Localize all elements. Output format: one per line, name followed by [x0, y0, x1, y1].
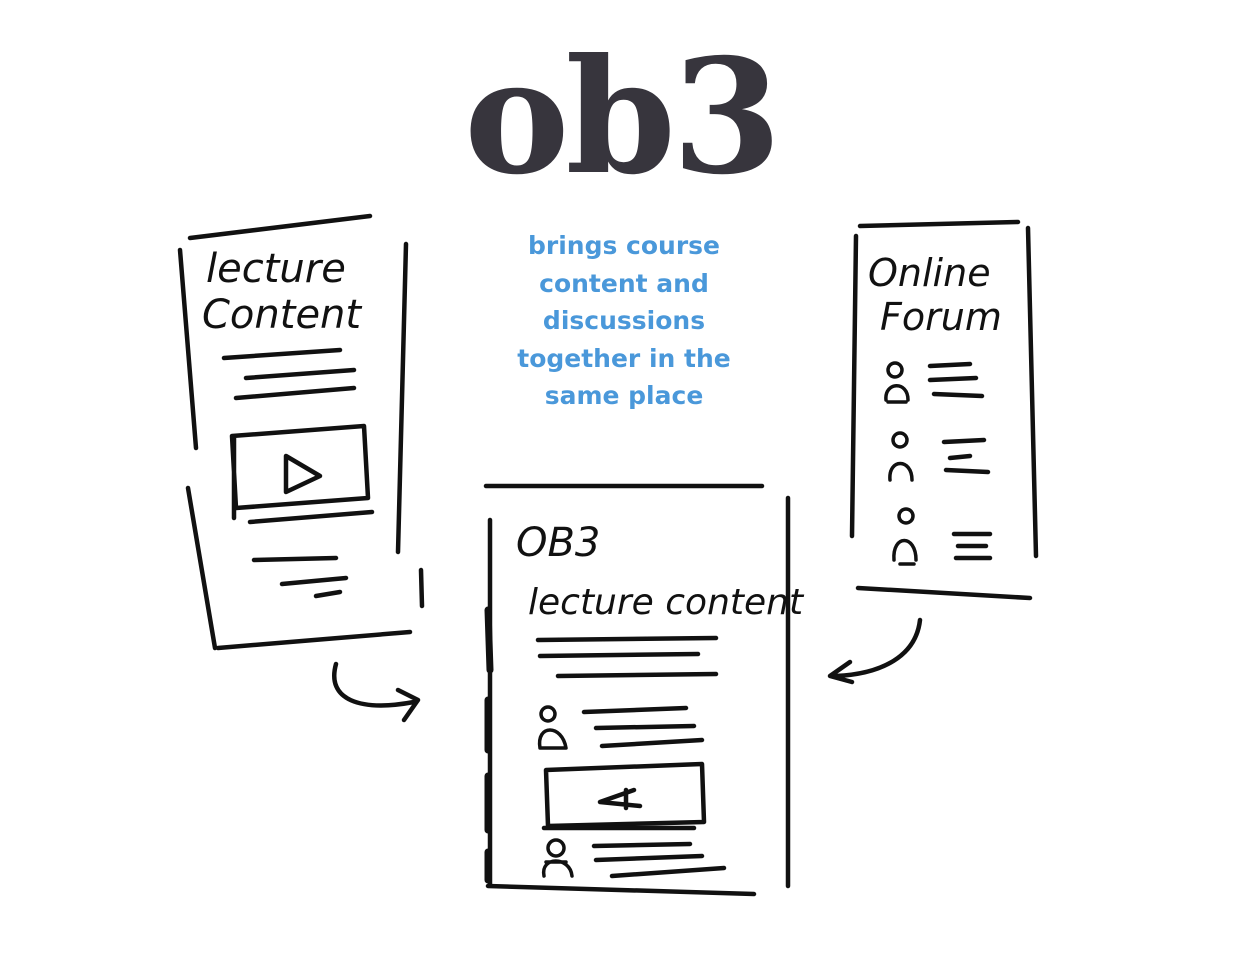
text-line: [555, 671, 719, 679]
text-line: [243, 367, 357, 381]
tagline: brings course content and discussions to…: [474, 227, 774, 415]
sketch-label: Content: [202, 292, 362, 338]
tagline-line: brings course: [527, 231, 721, 260]
ob3-page-sketch: OB3 lecture content: [483, 483, 805, 897]
text-line: [599, 737, 705, 749]
video-box: [229, 423, 371, 521]
tagline-line: content and: [539, 268, 709, 298]
text-line: [247, 509, 375, 525]
text-line: [593, 723, 697, 731]
person-icon: [537, 705, 568, 750]
sketch-logo: OB3: [516, 520, 600, 566]
text-line: [535, 635, 719, 643]
lecture-content-sketch: lecture Content: [177, 213, 425, 651]
tagline-line: discussions: [542, 306, 706, 335]
text-line: [591, 841, 693, 849]
text-line: [941, 437, 991, 475]
text-line: [951, 531, 993, 561]
sketch-label: lecture: [206, 246, 346, 292]
page-title: ob3: [464, 25, 782, 210]
sketch-label: Online: [868, 251, 991, 295]
person-icon: [542, 838, 574, 878]
person-icon: [884, 361, 910, 404]
online-forum-sketch: Online Forum: [849, 219, 1039, 601]
text-line: [251, 555, 339, 563]
video-box: [543, 761, 707, 829]
sketch-frame: [177, 213, 409, 555]
play-icon: [597, 787, 643, 811]
text-line: [313, 589, 343, 599]
text-line: [927, 361, 985, 399]
sketch-label: lecture content: [528, 582, 805, 623]
text-line: [537, 651, 701, 659]
sketch-frame: [185, 485, 425, 651]
text-line: [221, 347, 343, 361]
text-line: [609, 865, 727, 879]
sketch-frame: [849, 219, 1039, 601]
text-line: [593, 853, 705, 863]
tagline-line: same place: [544, 381, 704, 410]
text-line: [233, 385, 357, 401]
person-icon: [888, 431, 914, 482]
arrow-icon: [827, 617, 923, 685]
text-line: [279, 575, 349, 587]
tagline-line: together in the: [517, 343, 731, 373]
person-icon: [892, 507, 918, 566]
sketch-label: Forum: [880, 295, 1002, 339]
play-icon: [283, 453, 323, 495]
sketch-frame: [484, 606, 494, 884]
arrow-icon: [332, 661, 421, 723]
text-line: [581, 705, 689, 715]
